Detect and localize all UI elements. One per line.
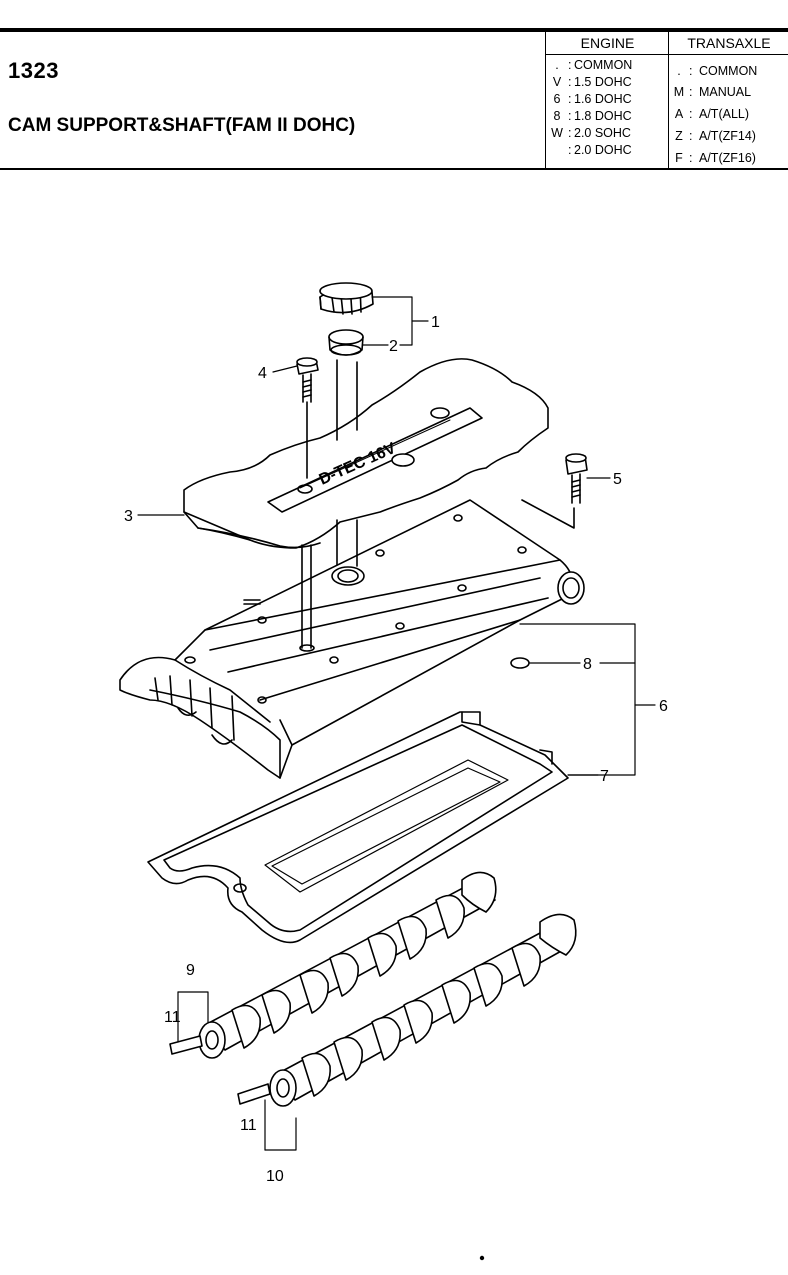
callout-8: 8 xyxy=(583,656,592,673)
transaxle-legend-row: F:A/T(ZF16) xyxy=(669,147,788,169)
engine-code: W xyxy=(551,126,563,140)
o-ring xyxy=(510,657,530,669)
transaxle-code: M xyxy=(673,85,685,99)
engine-name: COMMON xyxy=(574,58,633,72)
housing-bolt xyxy=(521,453,588,529)
camshaft-housing xyxy=(119,499,585,779)
transaxle-legend-heading: TRANSAXLE xyxy=(669,32,788,55)
page-title: CAM SUPPORT&SHAFT(FAM II DOHC) xyxy=(8,115,356,136)
engine-legend-row: W:2.0 SOHC xyxy=(546,125,669,142)
transaxle-code: A xyxy=(674,107,684,121)
callout-10: 10 xyxy=(266,1168,284,1185)
engine-code: 6 xyxy=(553,92,561,106)
transaxle-code: F xyxy=(675,151,683,165)
callout-1: 1 xyxy=(431,314,440,331)
transaxle-legend-row: Z:A/T(ZF14) xyxy=(669,125,788,147)
cap-seal xyxy=(328,329,364,356)
engine-legend: ENGINE .:COMMON V:1.5 DOHC 6:1.6 DOHC 8:… xyxy=(545,32,669,168)
engine-name: 2.0 SOHC xyxy=(574,126,631,140)
engine-name: 2.0 DOHC xyxy=(574,143,632,157)
leader-lines xyxy=(137,296,656,1151)
header-rule-top xyxy=(0,28,788,32)
transaxle-code: Z xyxy=(675,129,683,143)
scan-speck xyxy=(479,1255,485,1261)
transaxle-legend-row: .:COMMON xyxy=(669,61,788,81)
engine-name: 1.6 DOHC xyxy=(574,92,632,106)
engine-legend-row: 8:1.8 DOHC xyxy=(546,108,669,125)
callout-9: 9 xyxy=(186,962,195,979)
callout-11-upper: 11 xyxy=(164,1009,181,1026)
callout-5: 5 xyxy=(613,471,622,488)
engine-legend-row: 6:1.6 DOHC xyxy=(546,91,669,108)
transaxle-name: A/T(ZF16) xyxy=(699,151,756,165)
callout-3: 3 xyxy=(124,508,133,525)
transaxle-legend-row: A:A/T(ALL) xyxy=(669,103,788,125)
cover-bolt xyxy=(296,357,319,403)
callout-11-lower: 11 xyxy=(240,1117,257,1134)
callout-7: 7 xyxy=(600,768,609,785)
transaxle-name: MANUAL xyxy=(699,85,752,99)
camshaft-upper xyxy=(169,871,497,1059)
oil-filler-cap xyxy=(319,282,374,315)
callout-6: 6 xyxy=(659,698,668,715)
engine-legend-row: :2.0 DOHC xyxy=(546,142,669,159)
engine-legend-heading: ENGINE xyxy=(546,32,669,55)
transaxle-name: COMMON xyxy=(699,64,758,78)
camshaft-lower xyxy=(237,913,577,1107)
camshaft-cover: D-TEC 16V xyxy=(183,358,549,549)
engine-legend-row: .:COMMON xyxy=(546,57,669,74)
engine-name: 1.8 DOHC xyxy=(574,109,632,123)
page-number: 1323 xyxy=(8,58,59,83)
housing-gasket xyxy=(147,711,569,944)
callout-2: 2 xyxy=(389,338,398,355)
transaxle-legend-row: M:MANUAL xyxy=(669,81,788,103)
transaxle-legend: TRANSAXLE .:COMMON M:MANUAL A:A/T(ALL) Z… xyxy=(668,32,788,168)
engine-code: V xyxy=(552,75,562,89)
transaxle-name: A/T(ALL) xyxy=(699,107,750,121)
engine-legend-row: V:1.5 DOHC xyxy=(546,74,669,91)
engine-name: 1.5 DOHC xyxy=(574,75,632,89)
callout-4: 4 xyxy=(258,365,267,382)
transaxle-code: . xyxy=(677,64,681,78)
header-rule-bottom xyxy=(0,168,788,170)
engine-code: 8 xyxy=(553,109,561,123)
engine-code: . xyxy=(555,58,559,72)
transaxle-name: A/T(ZF14) xyxy=(699,129,756,143)
